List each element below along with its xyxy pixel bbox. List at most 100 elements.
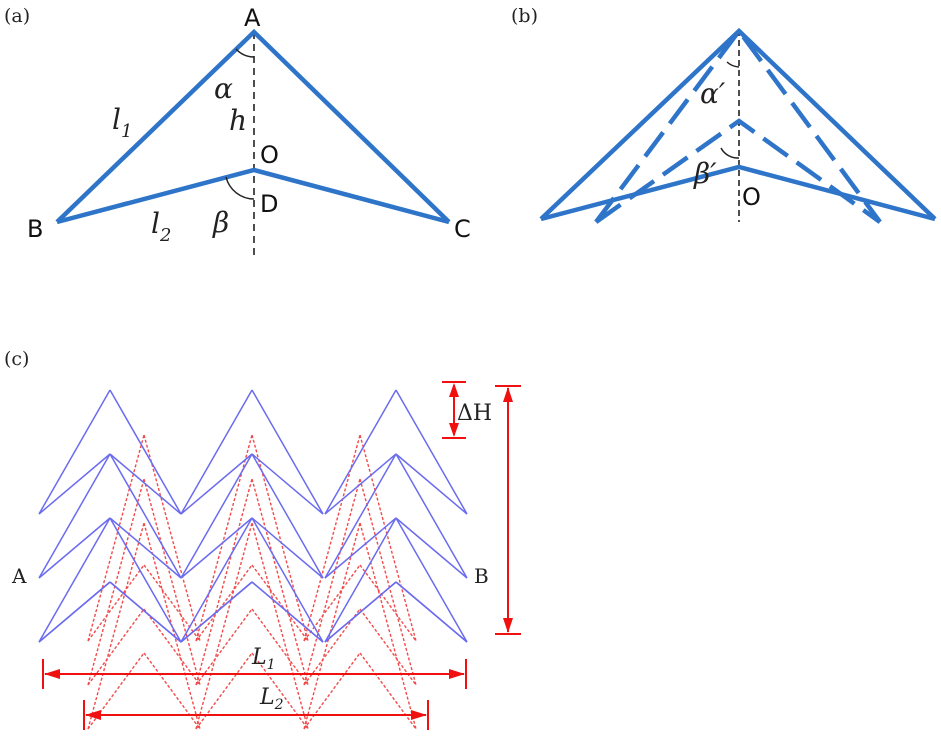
lattice-cell-edge	[395, 389, 468, 515]
point-d-label: D	[260, 190, 278, 218]
undeformed-lattice	[38, 389, 468, 643]
l2-dimension: L2	[83, 685, 429, 730]
deformed-cell-edge	[87, 434, 145, 642]
deformed-cell-edge	[195, 564, 253, 642]
alpha-arc	[235, 48, 255, 58]
lattice-cell-edge	[324, 389, 397, 515]
lattice-cell-edge	[324, 581, 397, 643]
panel-b: (b) α′ β′ O	[511, 5, 937, 224]
lattice-cell-edge	[38, 581, 111, 643]
deformed-outer-bar-b	[594, 27, 882, 224]
lattice-cell-edge	[395, 453, 468, 515]
lattice-cell-edge	[395, 517, 468, 643]
deformed-cell-edge	[359, 564, 417, 642]
beta-arc	[225, 176, 255, 200]
height-dimension	[495, 385, 521, 635]
lattice-cell-edge	[395, 581, 468, 643]
outer-bar-a	[55, 28, 451, 224]
deformed-cell-edge	[143, 478, 201, 686]
alpha-label: α	[214, 72, 233, 105]
point-o-label-b: O	[742, 183, 761, 211]
deformed-cell-edge	[87, 522, 145, 730]
deformed-cell-edge	[251, 522, 309, 730]
beta-prime-label: β′	[693, 157, 717, 190]
deformed-cell-edge	[303, 434, 361, 642]
lattice-cell-edge	[38, 517, 111, 579]
lattice-cell-edge	[109, 581, 182, 643]
beta-label: β	[212, 206, 229, 239]
lattice-cell-edge	[109, 517, 182, 579]
inner-bar-b	[540, 164, 936, 222]
lattice-cell-edge	[324, 453, 397, 579]
lattice-cell-edge	[180, 517, 253, 579]
lattice-cell-edge	[38, 389, 111, 515]
lattice-cell-edge	[395, 517, 468, 579]
lattice-cell-edge	[109, 453, 182, 515]
deformed-cell-edge	[359, 478, 417, 686]
deformed-lattice	[87, 434, 417, 730]
deformed-cell-edge	[303, 564, 361, 642]
lattice-cell-edge	[38, 517, 111, 643]
deformed-cell-edge	[195, 608, 253, 686]
lattice-cell-edge	[395, 453, 468, 579]
deformed-cell-edge	[143, 652, 201, 730]
deformed-cell-edge	[359, 652, 417, 730]
lattice-cell-edge	[180, 581, 253, 643]
deformed-inner-bar-b	[594, 118, 882, 224]
lattice-cell-edge	[38, 453, 111, 515]
lattice-right-label: B	[474, 564, 489, 588]
lattice-cell-edge	[180, 453, 253, 579]
lattice-cell-edge	[109, 517, 182, 643]
lattice-cell-edge	[251, 517, 324, 643]
lattice-cell-edge	[324, 453, 397, 515]
deformed-cell-edge	[303, 652, 361, 730]
deformed-cell-edge	[87, 478, 145, 686]
deformed-cell-edge	[143, 564, 201, 642]
deformed-cell-edge	[359, 434, 417, 642]
lattice-cell-edge	[324, 517, 397, 579]
deformed-cell-edge	[303, 522, 361, 730]
inner-bar-a	[56, 167, 450, 225]
l2-dim-label: L2	[259, 685, 284, 713]
lattice-cell-edge	[38, 453, 111, 579]
l1-dimension: L1	[42, 645, 467, 689]
deformed-cell-edge	[143, 434, 201, 642]
deformed-cell-edge	[143, 608, 201, 686]
deformed-cell-edge	[87, 564, 145, 642]
l1-dim-label: L1	[251, 645, 276, 673]
deformed-cell-edge	[195, 478, 253, 686]
l2-label: l2	[151, 207, 171, 246]
point-b-label: B	[27, 215, 43, 243]
lattice-cell-edge	[251, 453, 324, 579]
deformed-cell-edge	[251, 608, 309, 686]
deformed-cell-edge	[87, 608, 145, 686]
deformed-cell-edge	[359, 608, 417, 686]
alpha-prime-label: α′	[700, 77, 726, 110]
beta-prime-arc	[720, 147, 740, 159]
panel-a: (a) A B C O D l1 l2 h α β	[4, 4, 471, 255]
deformed-cell-edge	[303, 608, 361, 686]
deformed-cell-edge	[251, 478, 309, 686]
point-o-label: O	[260, 141, 279, 169]
lattice-cell-edge	[251, 581, 324, 643]
lattice-cell-edge	[180, 517, 253, 643]
panel-b-label: (b)	[511, 5, 538, 27]
alpha-prime-arc	[726, 61, 740, 68]
lattice-cell-edge	[251, 453, 324, 515]
outer-bar-b	[539, 27, 937, 221]
lattice-cell-edge	[109, 389, 182, 515]
lattice-cell-edge	[251, 517, 324, 579]
lattice-cell-edge	[180, 453, 253, 515]
panel-c: (c) A B ΔH L1	[4, 348, 521, 730]
deformed-cell-edge	[251, 564, 309, 642]
point-c-label: C	[454, 215, 471, 243]
h-label: h	[229, 104, 247, 137]
lattice-cell-edge	[109, 453, 182, 579]
lattice-cell-edge	[180, 389, 253, 515]
lattice-cell-edge	[251, 389, 324, 515]
delta-h-dimension: ΔH	[442, 381, 492, 439]
l1-label: l1	[112, 103, 132, 142]
panel-c-label: (c)	[4, 348, 29, 370]
